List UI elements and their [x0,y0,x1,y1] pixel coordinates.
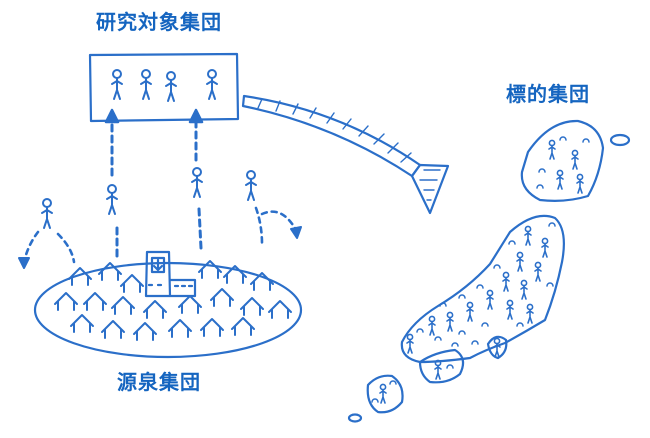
target-dots [370,135,591,404]
person-icon [244,169,258,202]
house-icon [119,273,145,294]
generalization-arrow [241,94,450,215]
person-icon [445,311,455,333]
source-population-island [33,250,303,359]
house-icon [267,299,293,320]
sampling-arrows [110,116,203,262]
person-icon [501,271,511,293]
person-icon [465,301,475,323]
person-icon [575,173,585,195]
person-icon [164,70,178,103]
house-icon [142,299,168,320]
person-icon [519,279,529,301]
house-icon [53,291,79,312]
person-icon [378,383,388,405]
house-icon [177,294,203,315]
house-icon [82,291,108,312]
house-icon [67,266,93,287]
person-icon [427,315,437,337]
study-population-box [88,52,240,123]
person-icon [190,166,204,199]
person-icon [205,68,219,101]
house-icon [69,313,95,334]
person-icon [547,139,557,161]
arrow-icon [104,108,204,124]
house-icon [199,317,225,338]
person-icon [405,333,415,355]
person-icon [555,169,565,191]
person-icon [570,149,580,171]
hospital-icon [144,250,197,298]
house-icon [132,321,158,342]
person-icon [485,289,495,311]
target-population-label: 標的集団 [506,82,590,106]
person-icon [533,261,543,283]
person-icon [110,68,124,101]
person-icon [105,183,119,216]
source-people [40,166,258,230]
person-icon [515,251,525,273]
person-icon [523,225,533,247]
person-icon [525,303,535,325]
house-icon [209,287,235,308]
study-population-label: 研究対象集団 [96,10,222,34]
house-icon [167,318,193,339]
house-icon [249,271,275,292]
person-icon [433,359,443,381]
house-icon [110,295,136,316]
source-population-label: 源泉集団 [117,370,201,394]
house-icon [100,319,126,340]
house-icon [230,316,256,337]
study-people [110,68,219,103]
person-icon [40,197,54,230]
person-icon [540,237,550,259]
person-icon [139,68,153,101]
person-icon [505,299,515,321]
house-icon [239,296,265,317]
target-population-map [347,119,631,423]
